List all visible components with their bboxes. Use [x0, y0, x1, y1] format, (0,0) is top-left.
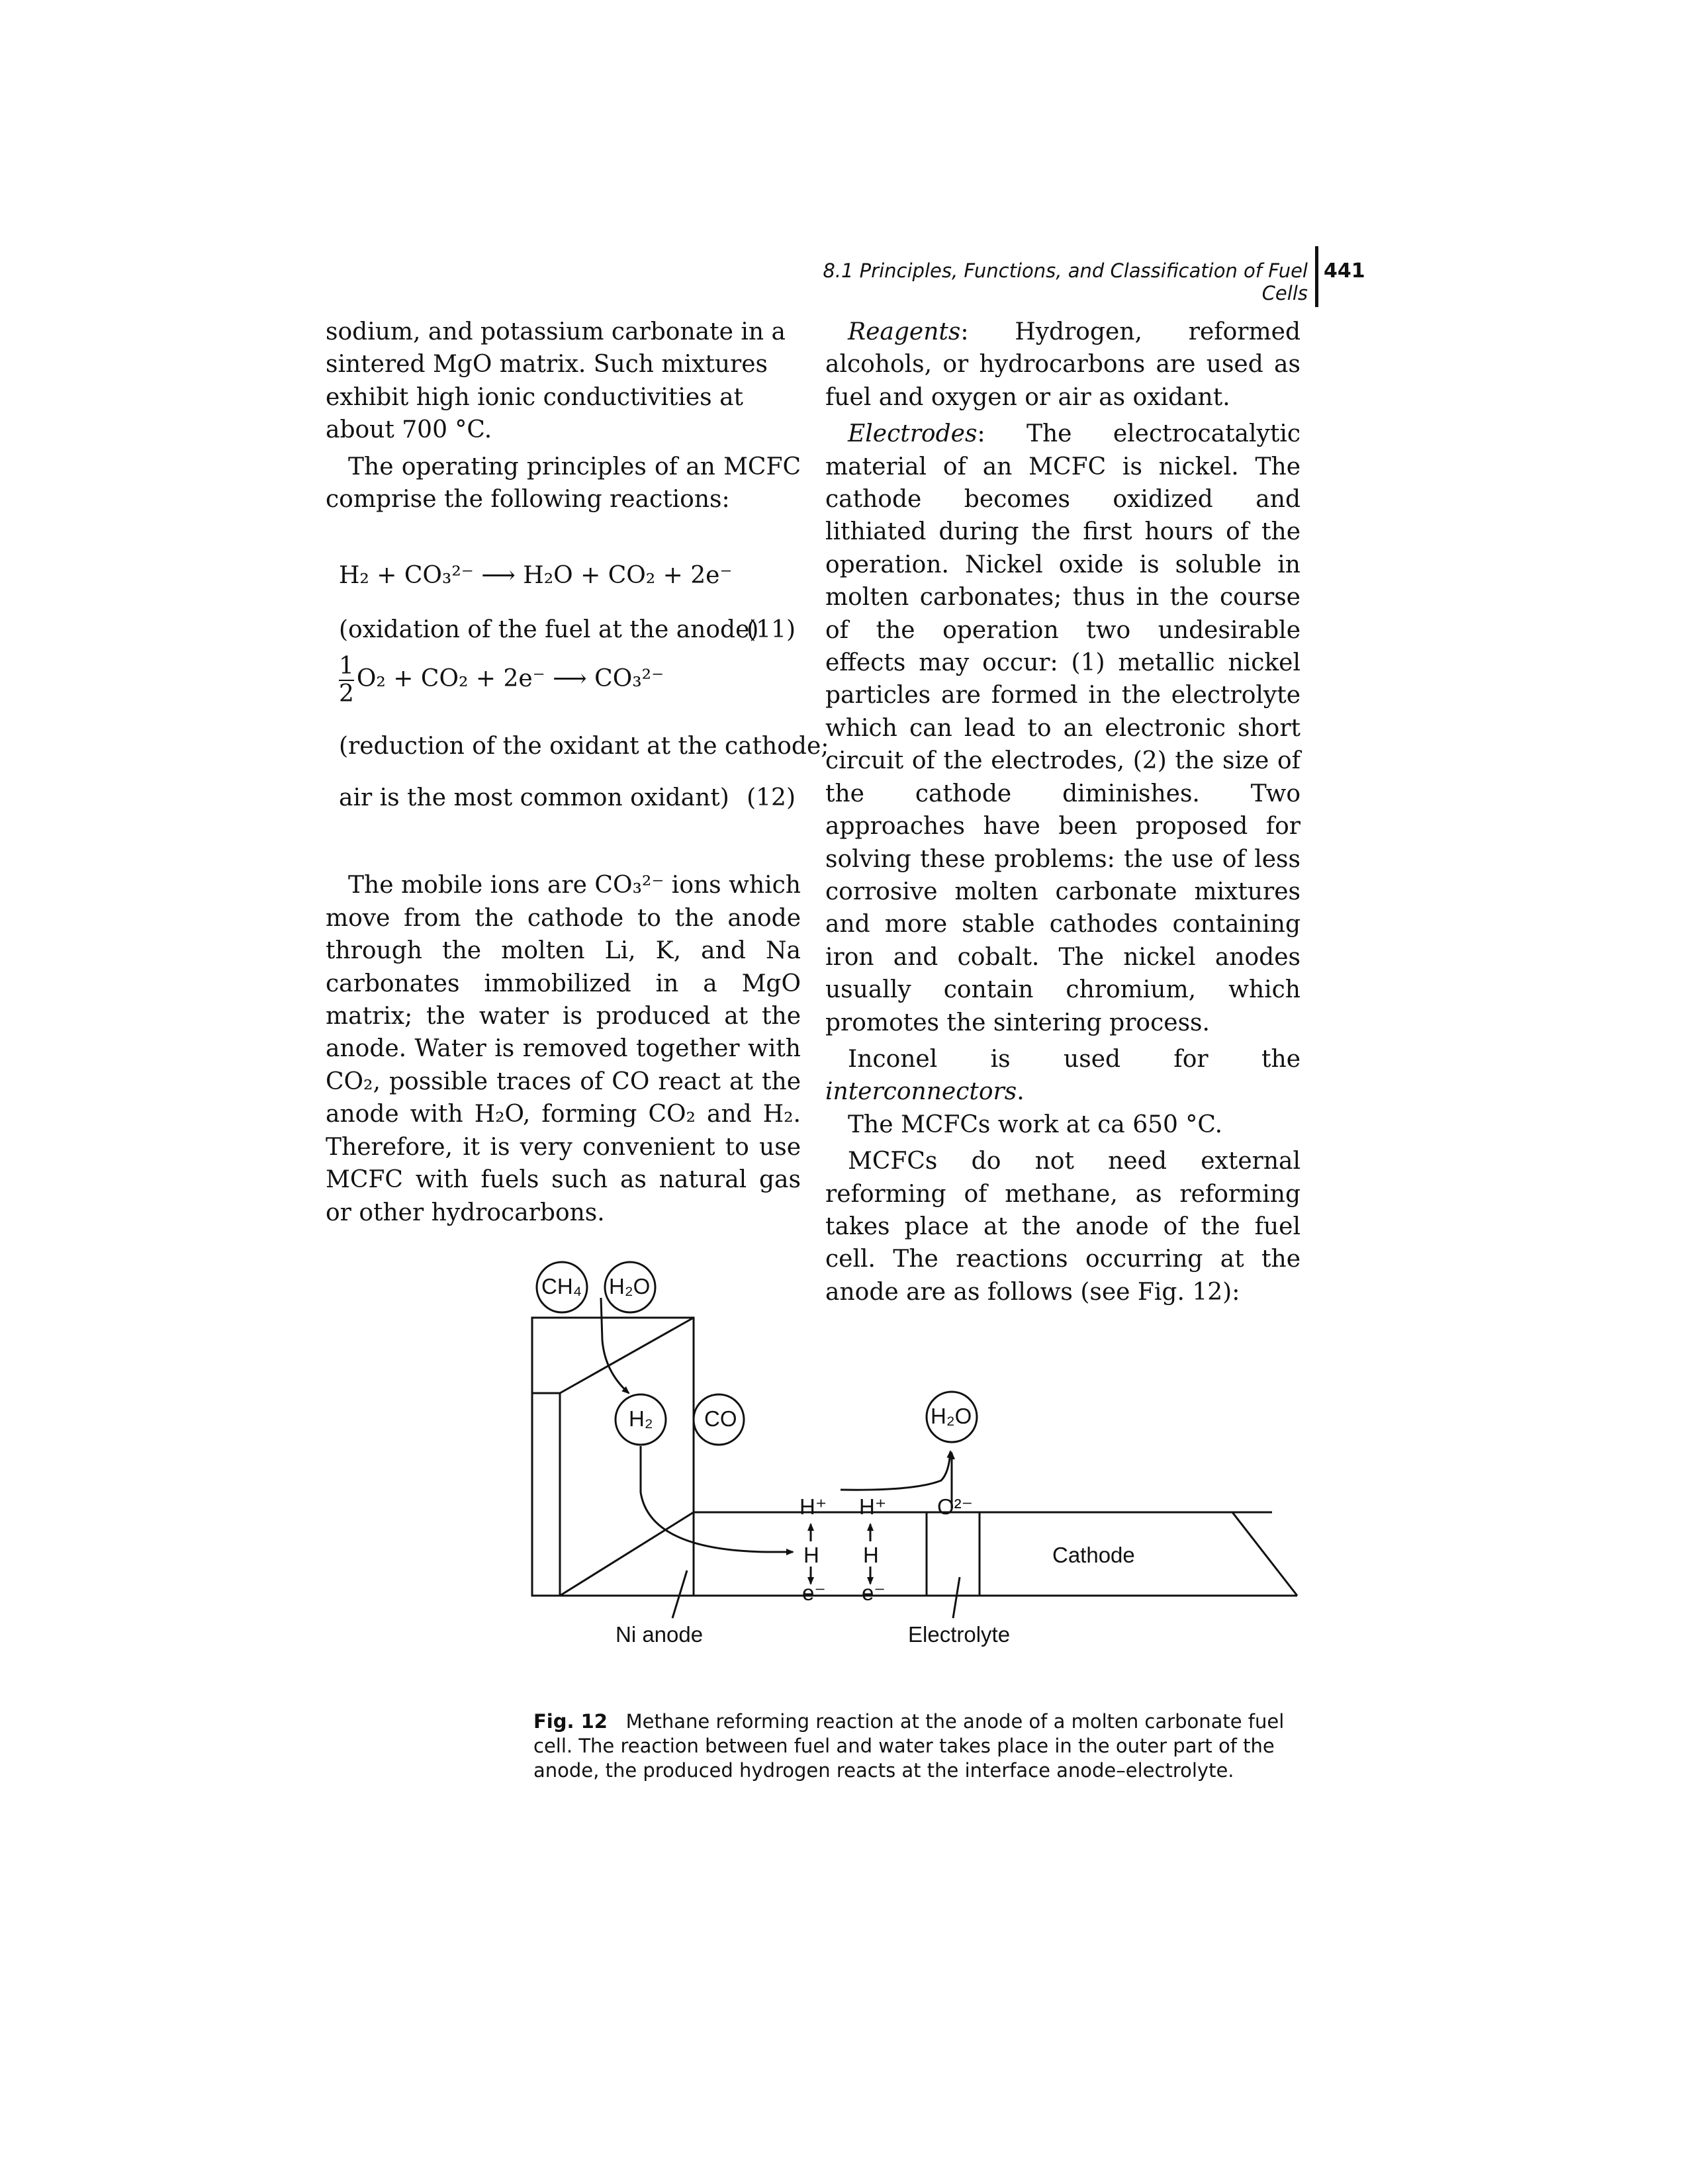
caption-text: Methane reforming reaction at the anode … [533, 1710, 1285, 1782]
equation-11-formula: H₂ + CO₃²⁻ ⟶ H₂O + CO₂ + 2e⁻ [339, 562, 733, 590]
h-atom-label-2: H [863, 1543, 879, 1567]
electrolyte-leader [952, 1576, 961, 1619]
figure-12-diagram: CH₄ H₂O H₂ CO H₂O H⁺ H⁺ O²⁻ H H e⁻ e⁻ Ca… [523, 1261, 1304, 1671]
paragraph-temperature: The MCFCs work at ca 650 °C. [848, 1111, 1223, 1138]
equation-12-note-line2: air is the most common oxidant) [339, 784, 729, 812]
hydrogen-flow-arrow [639, 1446, 794, 1555]
paragraph-interconnectors: Inconel is used for the interconnectors. [825, 1043, 1301, 1109]
equation-11-number: (11) [747, 616, 796, 644]
anode-top-diagonal [559, 1316, 694, 1394]
h2o-top-circle [604, 1261, 657, 1314]
reagents-label: Reagents [848, 318, 961, 345]
electrolyte-label: Electrolyte [908, 1622, 1011, 1647]
h2-circle [614, 1393, 667, 1446]
ch4-label: CH₄ [541, 1274, 582, 1298]
ch4-circle [535, 1261, 588, 1314]
paragraph-electrodes: Electrodes: The electrocatalytic materia… [825, 418, 1301, 1039]
equation-12-number: (12) [747, 784, 796, 812]
electrodes-text: : The electrocatalytic material of an MC… [825, 420, 1301, 1036]
ni-anode-label: Ni anode [616, 1622, 704, 1647]
water-exit-arrow [840, 1450, 954, 1491]
fraction-one-half: 1 2 [339, 653, 354, 707]
h2o-top-label: H₂O [609, 1274, 651, 1298]
reforming-arrow [600, 1297, 630, 1394]
fraction-numerator: 1 [339, 653, 354, 680]
h-atom-label-1: H [803, 1543, 819, 1567]
oxide-ion-label: O²⁻ [937, 1494, 974, 1519]
anode-bottom-diagonal [559, 1511, 694, 1597]
equation-12-formula: O₂ + CO₂ + 2e⁻ ⟶ CO₃²⁻ [356, 665, 664, 693]
paragraph-electrolyte-composition: sodium, and potassium carbonate in a sin… [326, 318, 786, 444]
figure-12-caption: Fig. 12 Methane reforming reaction at th… [533, 1709, 1304, 1783]
header-rule [1315, 246, 1318, 307]
h2o-right-label: H₂O [931, 1404, 972, 1428]
co-label: CO [704, 1406, 737, 1431]
hplus-label-1: H⁺ [799, 1494, 827, 1519]
mcfc-reforming-diagram [531, 1261, 1299, 1619]
equation-block: H₂ + CO₃²⁻ ⟶ H₂O + CO₂ + 2e⁻ (oxidation … [326, 516, 829, 860]
co-circle [692, 1393, 745, 1446]
paragraph-reagents: Reagents: Hydrogen, reformed alcohols, o… [825, 316, 1301, 414]
paragraph-mobile-ions: The mobile ions are CO₃²⁻ ions which mov… [326, 872, 801, 1226]
paragraph-reforming: MCFCs do not need external reforming of … [825, 1148, 1301, 1306]
interconnectors-term: interconnectors [825, 1078, 1017, 1106]
electron-label-2: e⁻ [862, 1580, 886, 1605]
equation-11-note: (oxidation of the fuel at the anode) [339, 616, 759, 644]
equation-12-note-line1: (reduction of the oxidant at the cathode… [339, 733, 829, 760]
electrodes-label: Electrodes [848, 420, 978, 448]
h2o-right-circle [925, 1390, 978, 1443]
equation-12-formula-line: 1 2 O₂ + CO₂ + 2e⁻ ⟶ CO₃²⁻ [339, 653, 664, 707]
reagents-text: : Hydrogen, reformed alcohols, or hydroc… [825, 318, 1301, 411]
anode-outer-block [531, 1316, 695, 1597]
fraction-denominator: 2 [339, 680, 354, 708]
page-number: 441 [1324, 259, 1365, 283]
right-column: Reagents: Hydrogen, reformed alcohols, o… [825, 316, 1301, 1308]
caption-label: Fig. 12 [533, 1710, 608, 1733]
h2-label: H₂ [629, 1406, 653, 1431]
hplus-label-2: H⁺ [859, 1494, 887, 1519]
running-head: 8.1 Principles, Functions, and Classific… [823, 259, 1308, 304]
electron-label-1: e⁻ [802, 1580, 826, 1605]
cathode-label: Cathode [1052, 1543, 1135, 1567]
inconel-pre: Inconel is used for the [848, 1045, 1301, 1073]
ni-anode-leader [671, 1570, 688, 1619]
inconel-post: . [1017, 1078, 1025, 1106]
paragraph-operating-principles: The operating principles of an MCFC comp… [326, 453, 801, 514]
cathode-slant-edge [1231, 1512, 1299, 1596]
left-column: sodium, and potassium carbonate in a sin… [326, 316, 829, 1229]
